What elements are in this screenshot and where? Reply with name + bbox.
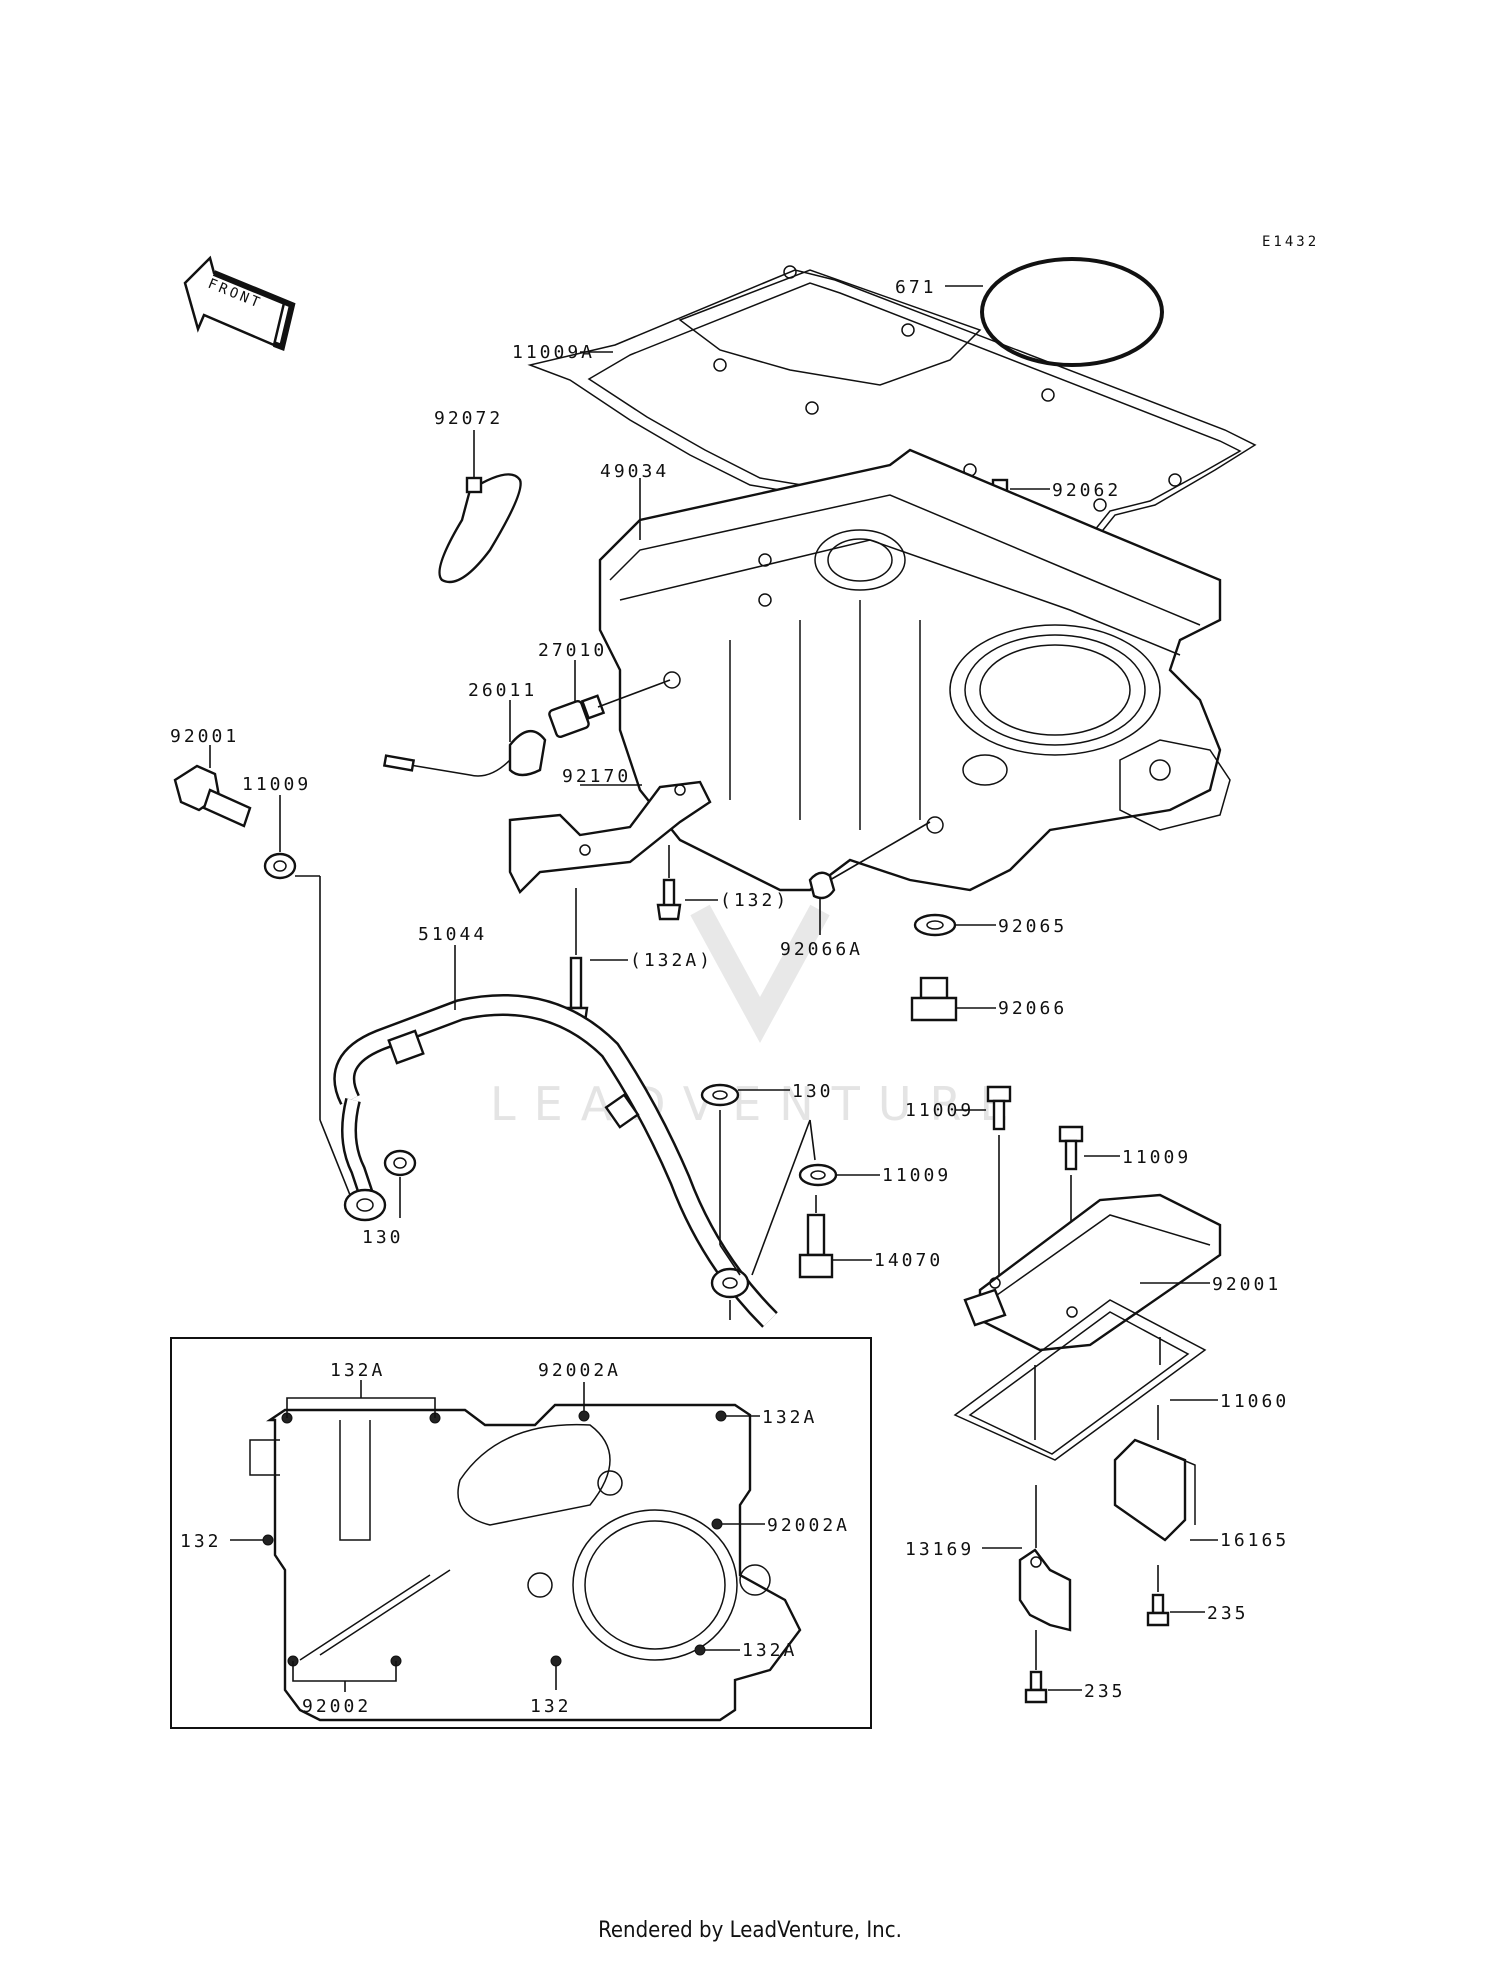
- hose-leaders: [319, 876, 816, 1320]
- footer-credit: Rendered by LeadVenture, Inc.: [598, 1918, 902, 1943]
- washer-11009-mid: 11009: [798, 1163, 951, 1187]
- bolt-132A: (132A): [563, 888, 713, 1024]
- band-92072: 92072: [434, 408, 522, 584]
- label-235-a: 235: [1207, 1603, 1249, 1624]
- label-16165: 16165: [1220, 1530, 1289, 1551]
- label-11009-mid: 11009: [882, 1165, 951, 1186]
- label-92072: 92072: [434, 408, 503, 429]
- bracket-13169: 13169: [905, 1485, 1072, 1632]
- front-arrow: FRONT: [183, 255, 296, 352]
- label-130-b: 11009: [1122, 1147, 1191, 1168]
- bracket-92170: 92170: [508, 766, 712, 895]
- label-26011: 26011: [468, 680, 537, 701]
- label-132-paren: (132): [720, 890, 789, 911]
- inset-underside-view: 132A 92002A 132A 132 92002A 132A 92002 1…: [170, 1337, 872, 1729]
- label-130-a: 11009: [905, 1100, 974, 1121]
- label-92066A: 92066A: [780, 939, 863, 960]
- watermark-text: LEADVENTURE: [490, 1077, 1027, 1131]
- plug-92066A: 92066A: [780, 821, 931, 960]
- bolt-132: (132): [656, 845, 789, 921]
- label-11060: 11060: [1220, 1391, 1289, 1412]
- label-671: 671: [895, 277, 937, 298]
- bolt-92001-right: 14070: [798, 1195, 943, 1279]
- label-11009-left: 11009: [242, 774, 311, 795]
- lead-26011: 26011: [382, 680, 547, 777]
- label-92062: 92062: [1052, 480, 1121, 501]
- gasket-11009A: 11009A: [512, 265, 1257, 566]
- label-92001-left: 92001: [170, 726, 239, 747]
- label-51044: 51044: [418, 924, 487, 945]
- cover-14070: 92001: [963, 1193, 1281, 1352]
- element-16165: 16165: [1113, 1405, 1289, 1551]
- label-11009-bottom: 130: [362, 1227, 404, 1248]
- label-235-b: 235: [1084, 1681, 1126, 1702]
- label-132-bottom: 132: [530, 1696, 572, 1717]
- hose-51044: 51044: [333, 924, 778, 1328]
- label-92002-bottom: 92002: [302, 1696, 371, 1717]
- label-13169: 13169: [905, 1539, 974, 1560]
- washer-11009-top: 130: [700, 1081, 834, 1107]
- label-11009-top: 130: [792, 1081, 834, 1102]
- gasket-11060: 11060: [953, 1299, 1289, 1461]
- label-132A-top: 132A: [330, 1360, 385, 1381]
- washer-11009-bottom: 130: [362, 1149, 417, 1248]
- label-14070: 92001: [1212, 1274, 1281, 1295]
- label-11009A: 11009A: [512, 342, 595, 363]
- label-132A-right: 132A: [762, 1407, 817, 1428]
- label-27010: 27010: [538, 640, 607, 661]
- screw-235-a: 235: [1146, 1565, 1249, 1627]
- label-132A-bottom: 132A: [742, 1640, 797, 1661]
- o-ring-671: 671: [895, 257, 1164, 367]
- washer-92065: 92065: [913, 913, 1067, 937]
- label-49034: 49034: [600, 461, 669, 482]
- bolt-130-a: 11009: [905, 1085, 1012, 1285]
- screw-235-b: 235: [1024, 1630, 1126, 1704]
- label-132A-paren: (132A): [630, 950, 713, 971]
- plug-92066: 92066: [910, 976, 1067, 1022]
- switch-27010: 27010: [538, 640, 671, 739]
- label-92001-right: 14070: [874, 1250, 943, 1271]
- label-92170: 92170: [562, 766, 631, 787]
- label-92066: 92066: [998, 998, 1067, 1019]
- oil-pan-49034: 49034: [598, 448, 1231, 892]
- label-92002A-right: 92002A: [767, 1515, 850, 1536]
- label-92002A-top: 92002A: [538, 1360, 621, 1381]
- washer-11009-left: 11009: [242, 774, 320, 880]
- bolt-92001-left: 92001: [170, 726, 252, 828]
- label-92065: 92065: [998, 916, 1067, 937]
- label-132-left: 132: [180, 1531, 222, 1552]
- diagram-code: E1432: [1262, 234, 1319, 250]
